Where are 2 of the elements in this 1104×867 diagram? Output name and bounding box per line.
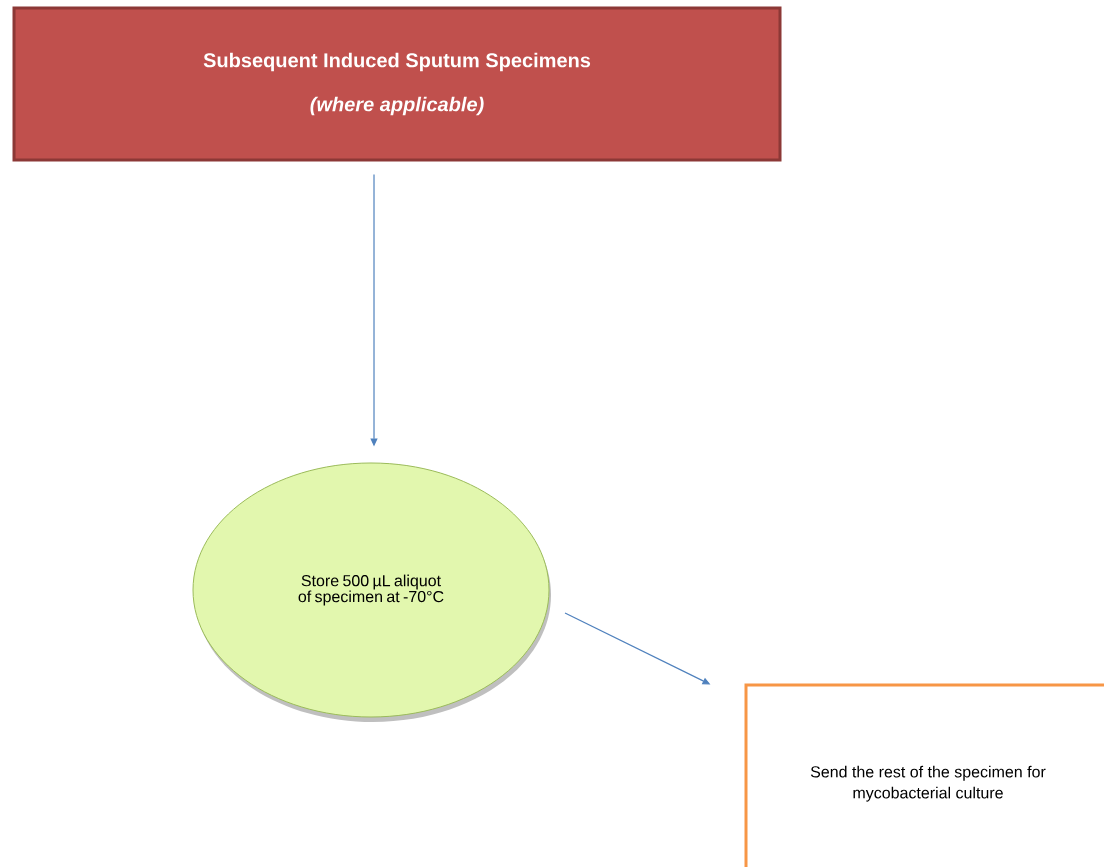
process-box: Send the rest of the specimen for mycobacterial culture [744, 683, 1104, 867]
header-box: Subsequent Induced Sputum Specimens (where applicable) [12, 6, 782, 162]
